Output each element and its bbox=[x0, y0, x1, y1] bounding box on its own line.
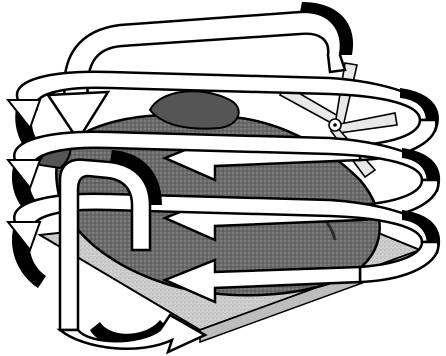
diagram-canvas bbox=[0, 0, 446, 356]
convection-airflow-diagram bbox=[0, 0, 446, 356]
